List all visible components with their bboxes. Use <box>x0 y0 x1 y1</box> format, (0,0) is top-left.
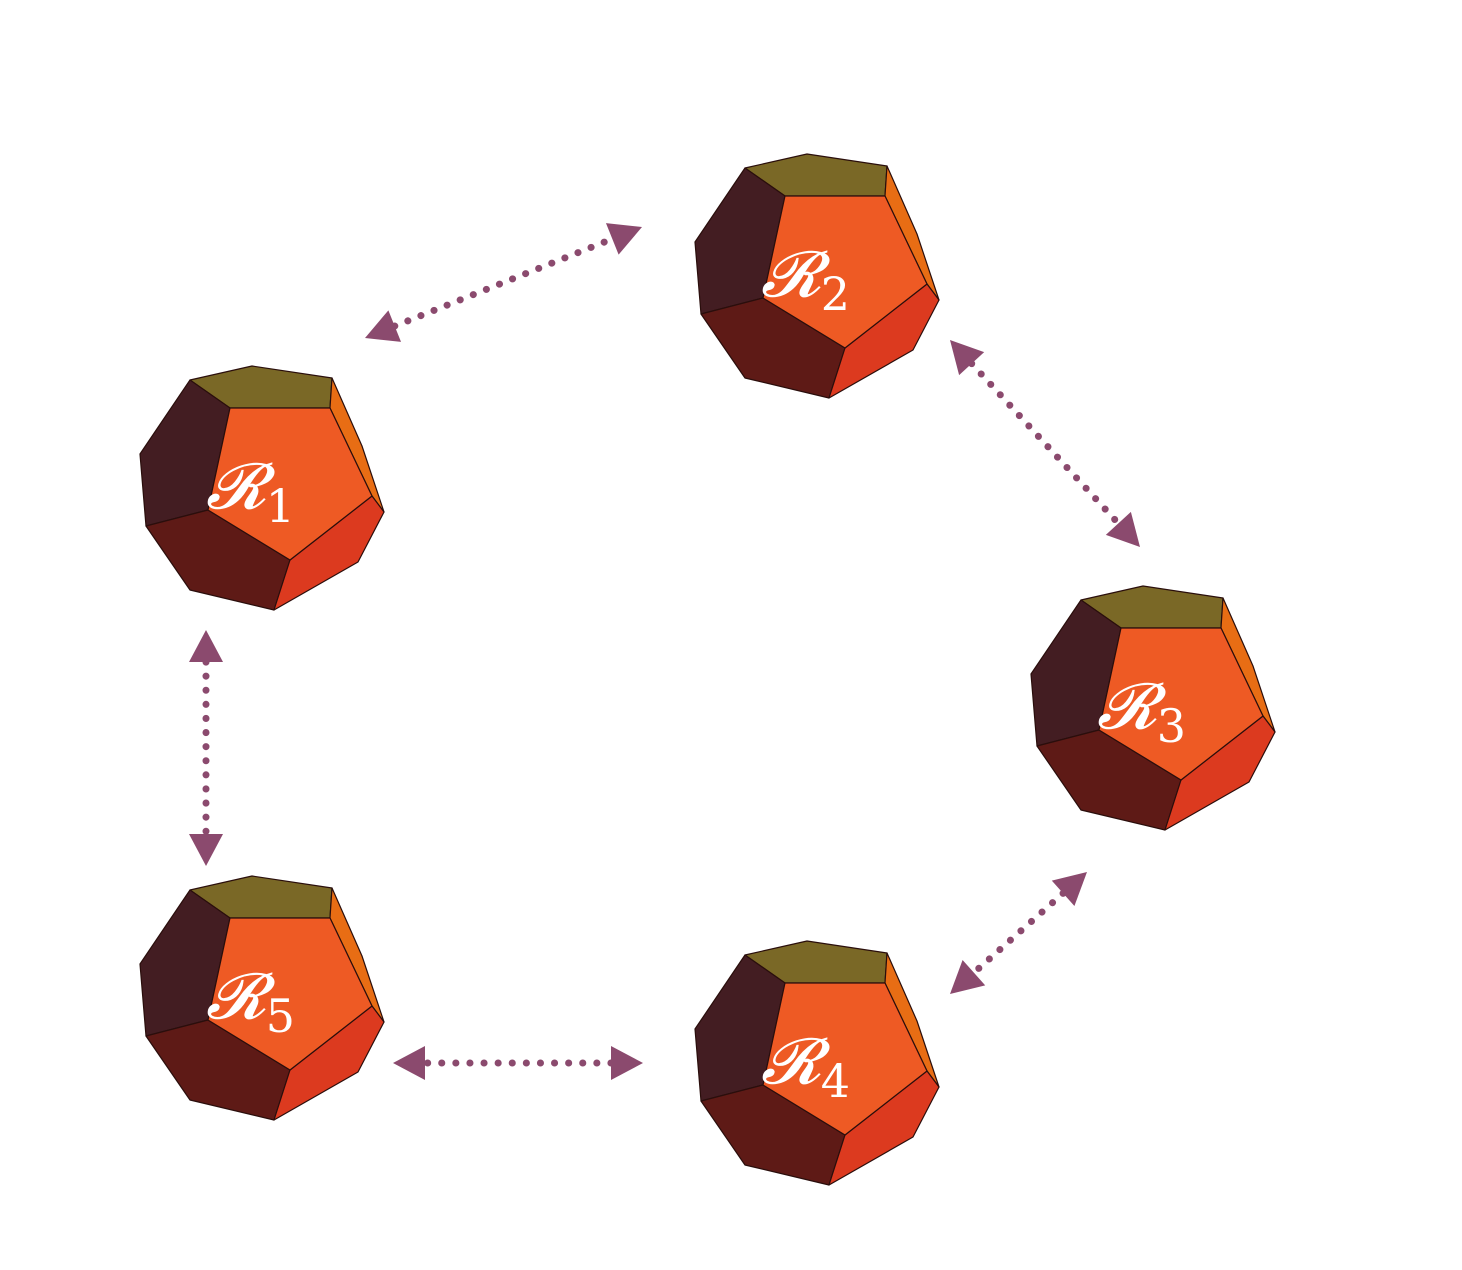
dodecahedron-face-right-lower <box>273 495 385 611</box>
arrowhead-r2-r3-start <box>950 340 985 376</box>
replica-node-r5: 𝓡5 <box>139 875 385 1121</box>
node-label-letter: 𝓡 <box>761 238 831 312</box>
link-line-r1-r2 <box>391 235 616 330</box>
dodecahedron-face-right-lower <box>1164 715 1276 831</box>
node-label-subscript: 5 <box>266 989 295 1043</box>
arrowhead-r1-r2-end <box>605 223 642 255</box>
replica-node-r1: 𝓡1 <box>139 365 385 611</box>
node-label-letter: 𝓡 <box>206 960 276 1034</box>
link-line-r2-r3 <box>968 360 1122 527</box>
node-label-letter: 𝓡 <box>206 450 276 524</box>
node-label: 𝓡3 <box>1097 670 1186 753</box>
node-label: 𝓡5 <box>206 960 295 1043</box>
arrowhead-r3-r4-start <box>1051 872 1087 906</box>
arrowhead-r3-r4-end <box>950 960 986 994</box>
dodecahedron-face-front <box>1098 627 1264 781</box>
node-label-letter: 𝓡 <box>1097 670 1167 744</box>
links-layer <box>189 223 1140 1080</box>
node-label-letter: 𝓡 <box>761 1025 831 1099</box>
replica-node-r2: 𝓡2 <box>694 153 940 399</box>
dodecahedron-face-front <box>207 407 373 561</box>
node-label: 𝓡1 <box>206 450 295 533</box>
node-label-subscript: 3 <box>1157 699 1186 753</box>
dodecahedron-face-front <box>207 917 373 1071</box>
node-label-subscript: 1 <box>266 479 295 533</box>
dodecahedron-face-front <box>762 982 928 1136</box>
arrowhead-r5-r1-start <box>189 630 223 662</box>
link-line-r3-r4 <box>970 889 1067 977</box>
replica-node-r3: 𝓡3 <box>1030 585 1276 831</box>
arrowhead-r1-r2-start <box>365 310 402 342</box>
arrowhead-r4-r5-end <box>393 1046 425 1080</box>
dodecahedron-face-right-lower <box>828 283 940 399</box>
dodecahedron-face-front <box>762 195 928 349</box>
arrowhead-r2-r3-end <box>1105 511 1140 547</box>
dodecahedron-face-right-lower <box>828 1070 940 1186</box>
arrowhead-r5-r1-end <box>189 834 223 866</box>
node-label-subscript: 4 <box>821 1054 850 1108</box>
arrowhead-r4-r5-start <box>611 1046 643 1080</box>
node-label: 𝓡4 <box>761 1025 850 1108</box>
replica-node-r4: 𝓡4 <box>694 940 940 1186</box>
node-label: 𝓡2 <box>761 238 850 321</box>
dodecahedron-face-right-lower <box>273 1005 385 1121</box>
node-label-subscript: 2 <box>821 267 850 321</box>
